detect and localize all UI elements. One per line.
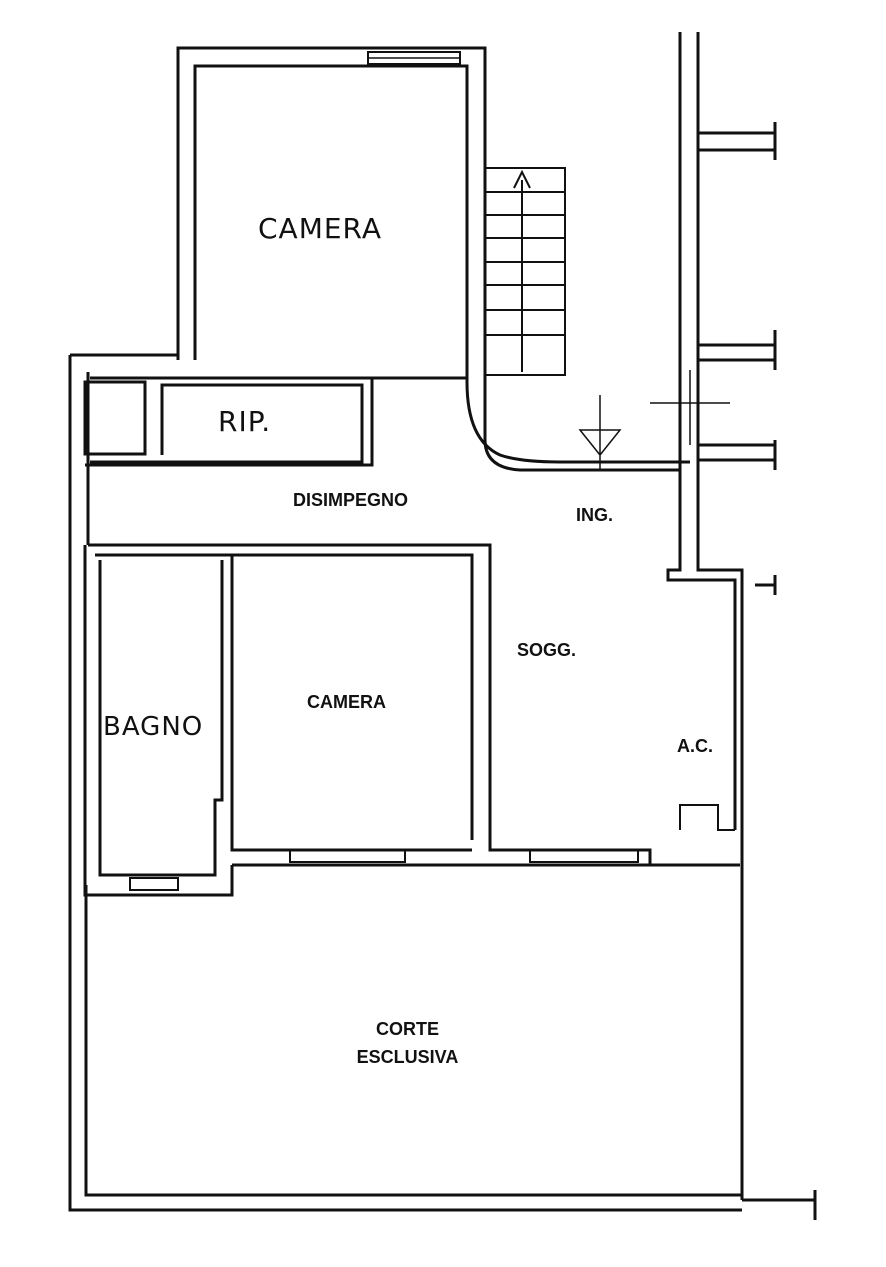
room-label-ripostiglio: RIP. (218, 405, 272, 438)
room-label-corte: CORTE ESCLUSIVA (350, 1015, 465, 1071)
wall-ripostiglio (83, 376, 467, 467)
wall-disimpegno (88, 543, 652, 865)
room-label-disimpegno: DISIMPEGNO (293, 490, 409, 510)
wall-right (578, 32, 777, 1200)
room-label-camera-top: CAMERA (258, 212, 383, 245)
room-label-bagno: BAGNO (103, 712, 204, 742)
room-label-ingresso: ING. (576, 505, 614, 525)
wall-facade (232, 804, 740, 867)
wall-outer (68, 353, 817, 1220)
room-label-soggiorno: SOGG. (517, 640, 577, 660)
stairs (484, 167, 566, 376)
corte-line-1: CORTE (376, 1019, 439, 1039)
room-label-camera: CAMERA (307, 692, 386, 712)
room-label-angolo-cottura: A.C. (677, 736, 713, 756)
corte-line-2: ESCLUSIVA (356, 1047, 459, 1067)
